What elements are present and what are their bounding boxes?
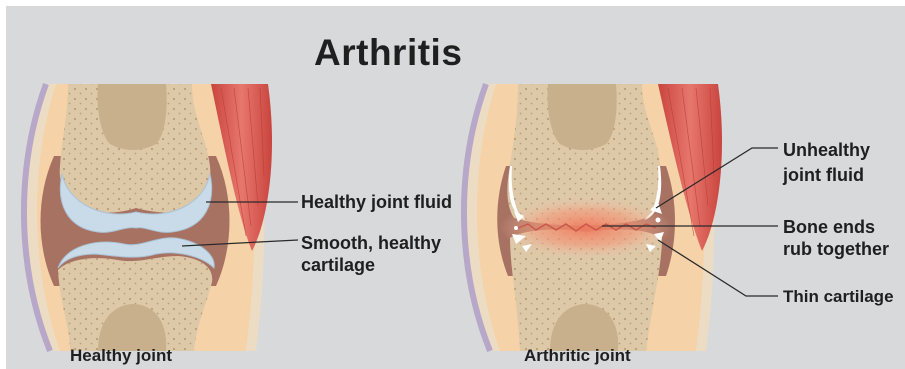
label-thin-cartilage: Thin cartilage [783, 286, 894, 308]
arthritic-joint-illustration [464, 84, 722, 351]
label-cartilage: cartilage [301, 254, 375, 276]
label-joint-fluid: joint fluid [783, 164, 864, 186]
healthy-upper-marrow [98, 84, 167, 150]
healthy-joint-illustration [24, 84, 272, 351]
label-unhealthy: Unhealthy [783, 139, 870, 161]
caption-healthy-joint: Healthy joint [70, 346, 172, 366]
diagram-title: Arthritis [314, 32, 462, 74]
label-smooth-healthy: Smooth, healthy [301, 232, 441, 254]
label-rub-together: rub together [783, 238, 889, 260]
arthritis-diagram: Arthritis Healthy joint fluid Smooth, he… [6, 6, 905, 369]
label-bone-ends: Bone ends [783, 216, 875, 238]
caption-arthritic-joint: Arthritic joint [524, 346, 631, 366]
label-healthy-joint-fluid: Healthy joint fluid [301, 191, 452, 213]
arthritic-upper-marrow [548, 84, 617, 150]
